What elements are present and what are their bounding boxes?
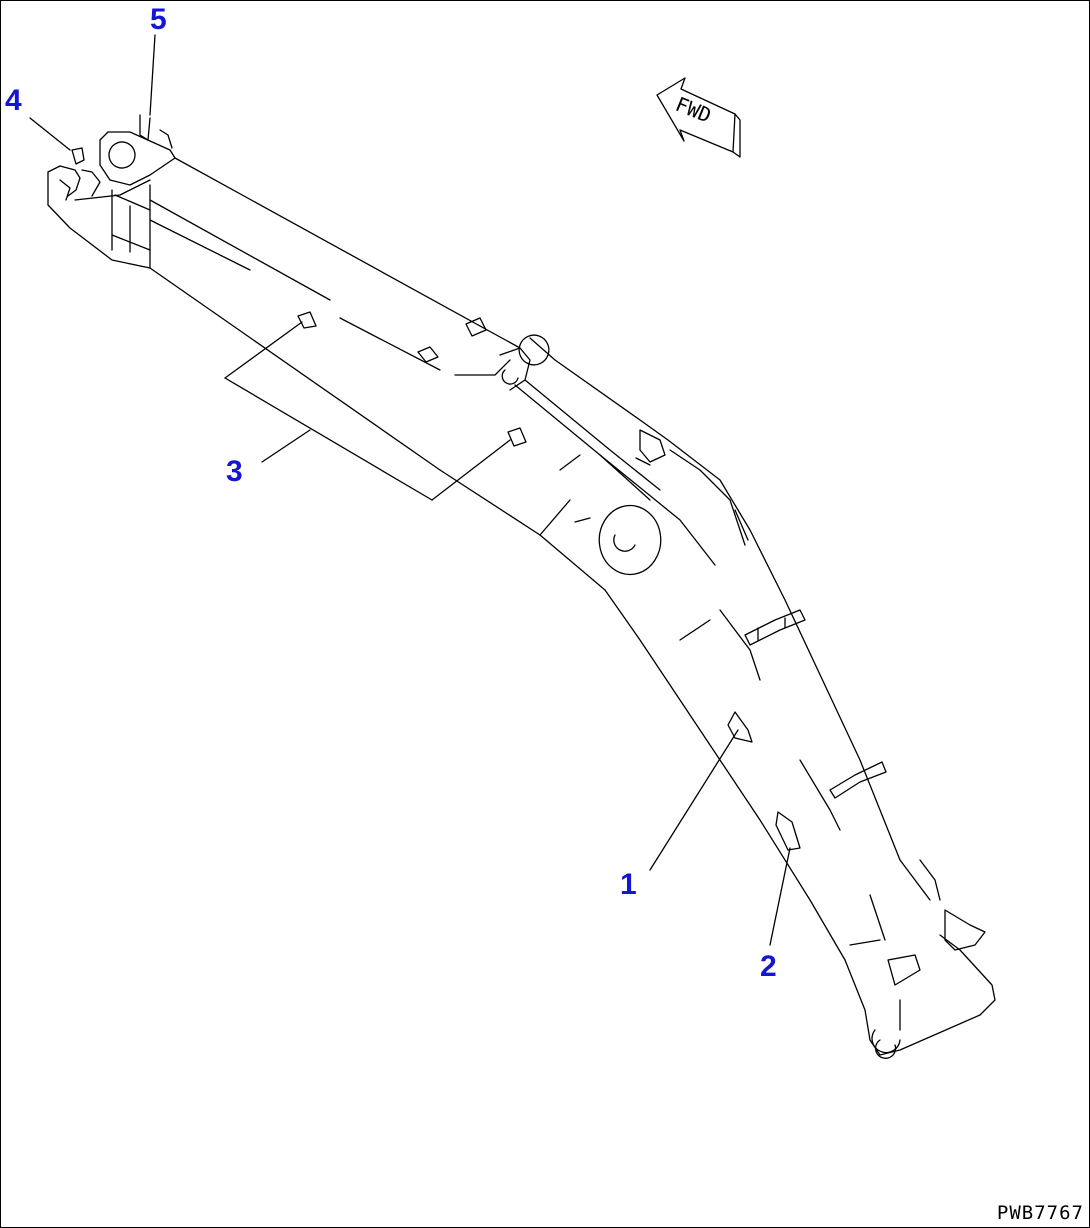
fwd-label: FWD	[672, 92, 714, 128]
drawing-code: PWB7767	[996, 1202, 1084, 1224]
leader-line-1	[649, 729, 739, 871]
boom-outline	[47, 131, 996, 1059]
callout-5: 5	[150, 3, 167, 36]
callout-2: 2	[760, 950, 777, 983]
fwd-arrow-icon: FWD	[656, 77, 741, 158]
leader-line-3	[261, 429, 311, 463]
boom-details	[111, 194, 986, 986]
leader-line-4	[29, 117, 71, 151]
callout-1: 1	[620, 868, 637, 901]
callout-4: 4	[5, 84, 22, 117]
leader-lines	[29, 34, 791, 946]
callout-3: 3	[226, 455, 243, 488]
leader-line-2	[769, 847, 791, 946]
leader-line-5	[149, 34, 156, 116]
